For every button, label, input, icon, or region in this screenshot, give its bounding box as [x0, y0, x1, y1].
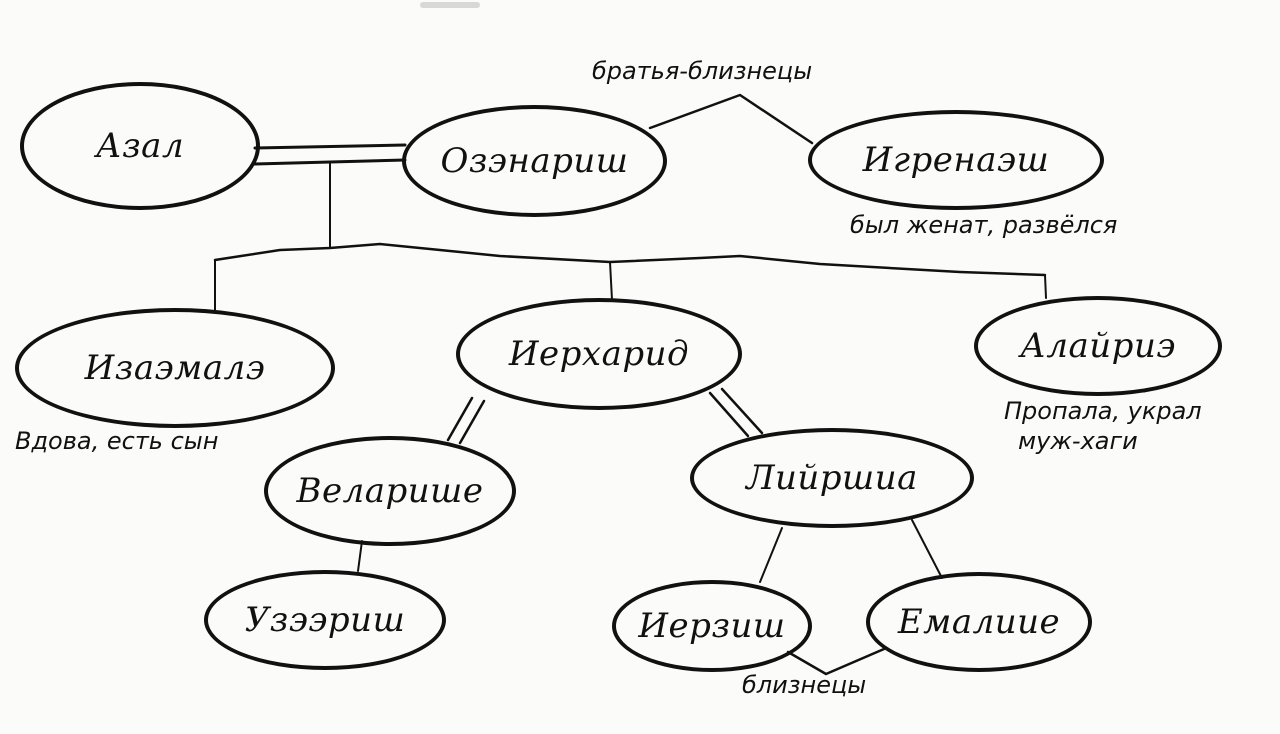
node-uzeerish: Узээриш	[204, 570, 446, 670]
scan-artifact	[420, 2, 480, 8]
node-label: Изаэмалэ	[84, 348, 266, 388]
node-azal: Азал	[20, 82, 260, 210]
node-liirshina: Лийршиа	[690, 428, 974, 528]
note-alairia-line1: Пропала, украл	[1004, 397, 1202, 425]
node-label: Веларише	[296, 471, 484, 511]
node-ozenarish: Озэнариш	[402, 105, 667, 217]
node-label: Алайриэ	[1020, 326, 1176, 366]
node-alairia: Алайриэ	[974, 296, 1222, 396]
note-izaemalya: Вдова, есть сын	[15, 427, 219, 455]
node-igrenaesh: Игренаэш	[808, 110, 1104, 210]
note-alairia-line2: муж-хаги	[1018, 427, 1138, 455]
note-twins-bottom: близнецы	[742, 671, 867, 699]
node-label: Узээриш	[244, 600, 406, 640]
node-label: Азал	[95, 126, 185, 166]
note-twins-top: братья-близнецы	[592, 57, 813, 85]
node-ierzish: Иерзиш	[612, 580, 812, 672]
node-label: Озэнариш	[440, 141, 629, 181]
node-label: Иерхарид	[508, 334, 690, 374]
node-label: Игренаэш	[862, 140, 1050, 180]
node-emaliya: Емалиие	[866, 572, 1092, 672]
node-izaemalya: Изаэмалэ	[15, 308, 335, 428]
node-label: Лийршиа	[746, 458, 918, 498]
node-ierkharid: Иерхарид	[456, 298, 742, 410]
node-label: Иерзиш	[638, 606, 786, 646]
node-label: Емалиие	[897, 602, 1061, 642]
node-velarish: Веларише	[264, 436, 516, 546]
note-igrenaesh: был женат, развёлся	[850, 211, 1118, 239]
